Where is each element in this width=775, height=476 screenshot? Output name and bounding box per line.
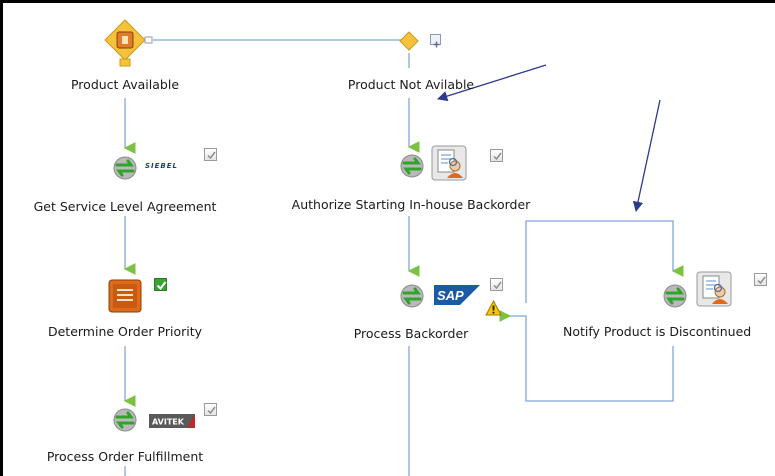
- gateway-product-available[interactable]: [103, 18, 155, 72]
- human-task-icon: [431, 145, 467, 185]
- service-task-icon: [663, 284, 687, 308]
- rule-task-determine-priority[interactable]: [108, 279, 142, 317]
- warning-icon[interactable]: [485, 299, 502, 320]
- node-label-product-not-available: Product Not Avilable: [347, 77, 475, 92]
- checkbox-icon[interactable]: [490, 278, 503, 291]
- business-rule-icon: [108, 279, 142, 313]
- annotation-arrow-2: [632, 99, 661, 213]
- node-label-get-sla: Get Service Level Agreement: [33, 199, 217, 214]
- service-task-icon: [400, 284, 424, 308]
- service-task-notify-discontinued[interactable]: [662, 283, 692, 313]
- human-task-icon: [696, 271, 732, 311]
- checkbox-icon[interactable]: [490, 149, 503, 162]
- gateway-diamond-icon: [399, 31, 419, 51]
- expand-icon[interactable]: [430, 34, 441, 48]
- node-label-product-available: Product Available: [70, 77, 180, 92]
- flow-loop-out: [525, 220, 684, 303]
- service-task-authorize-backorder[interactable]: [399, 153, 429, 183]
- svg-text:SAP: SAP: [437, 288, 464, 303]
- node-label-determine-priority: Determine Order Priority: [47, 324, 203, 339]
- service-task-icon: [400, 154, 424, 178]
- flow-connectors: [123, 39, 684, 476]
- sap-logo: SAP: [434, 285, 480, 309]
- checkbox-icon[interactable]: [154, 278, 167, 291]
- node-label-authorize-backorder: Authorize Starting In-house Backorder: [291, 197, 531, 212]
- checkbox-icon[interactable]: [204, 148, 217, 161]
- service-task-icon: [113, 408, 137, 432]
- node-label-process-backorder: Process Backorder: [353, 326, 469, 341]
- avitek-logo: AVITEK: [149, 413, 195, 432]
- service-task-icon: [113, 156, 137, 180]
- node-label-notify-discontinued: Notify Product is Discontinued: [563, 324, 752, 339]
- gateway-product-not-available[interactable]: [399, 31, 419, 55]
- siebel-logo: SIEBEL: [145, 162, 179, 170]
- service-task-get-sla[interactable]: [112, 155, 144, 185]
- flow-loop-back: [499, 310, 674, 402]
- gateway-diamond-icon: [104, 19, 153, 67]
- service-task-process-backorder[interactable]: [399, 283, 429, 313]
- checkbox-icon[interactable]: [754, 273, 767, 286]
- service-task-process-fulfillment[interactable]: [112, 407, 144, 437]
- svg-text:AVITEK: AVITEK: [152, 418, 185, 427]
- node-label-process-fulfillment: Process Order Fulfillment: [46, 449, 204, 464]
- annotation-arrow-1: [437, 64, 547, 102]
- checkbox-icon[interactable]: [204, 403, 217, 416]
